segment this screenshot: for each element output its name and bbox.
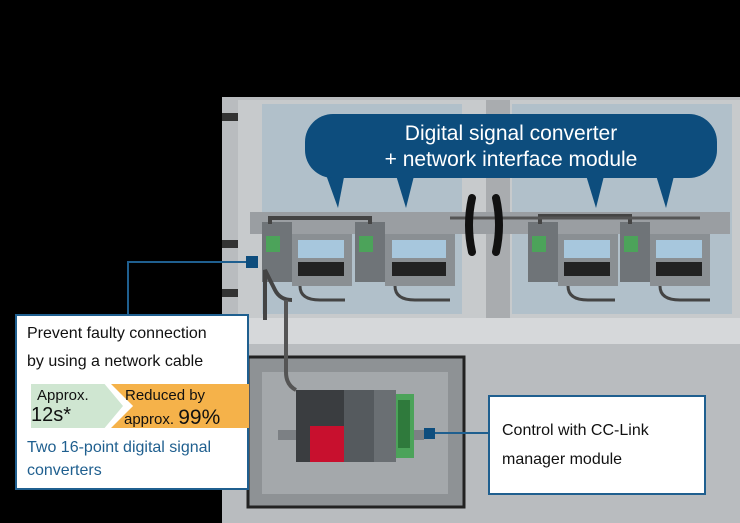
leader-line-left [127, 261, 252, 316]
cable-break-right [492, 194, 503, 256]
controller-cable [284, 345, 297, 392]
reduced-value-line: approx. 99% [124, 406, 220, 430]
din-rail [250, 212, 730, 234]
plc-controller [296, 390, 414, 462]
leader-marker-right [424, 428, 435, 439]
converter-module-2 [355, 222, 455, 286]
reduction-arrow [111, 384, 249, 428]
module-cable-loops [298, 285, 710, 302]
bubble-line-1: Digital signal converter [404, 122, 618, 145]
cc-link-line-1: Control with CC-Link [502, 422, 649, 439]
reduced-value: 99% [178, 406, 221, 429]
network-cable-right [538, 214, 632, 224]
cable-break-left [465, 194, 476, 256]
callout-heading-line-1: Prevent faulty connection [27, 325, 207, 342]
faulty-connection-callout: Prevent faulty connection by using a net… [15, 314, 249, 490]
callout-heading-line-2: by using a network cable [27, 353, 204, 370]
cabinet-shelf [222, 318, 740, 344]
approx-time-arrow [31, 384, 123, 428]
approx-value: 12s* [31, 404, 72, 426]
cc-link-callout: Control with CC-Link manager module [488, 395, 706, 495]
converter-bubble: Digital signal converter + network inter… [305, 114, 717, 178]
bubble-tail-3 [585, 172, 605, 208]
reduced-approx-label: approx. [124, 411, 175, 428]
reduced-label: Reduced by [125, 387, 206, 404]
bubble-tail-2 [395, 172, 415, 208]
callout-footer-line-1: Two 16-point digital signal [27, 439, 212, 456]
leader-marker-left [246, 256, 258, 268]
bubble-tail-1 [325, 172, 345, 208]
converter-module-3 [528, 222, 618, 286]
cabinet-handle-mid [222, 240, 238, 248]
bubble-line-2: + network interface module [384, 148, 638, 171]
cc-link-line-2: manager module [502, 451, 623, 468]
network-cable-left [263, 216, 372, 320]
converter-module-1 [262, 222, 352, 286]
cabinet-handle-low [222, 289, 238, 297]
cabinet-handle-top [222, 113, 238, 121]
converter-module-4 [620, 222, 710, 286]
approx-label: Approx. [37, 387, 89, 404]
bubble-tail-4 [655, 172, 675, 208]
callout-footer-line-2: converters [27, 462, 102, 479]
